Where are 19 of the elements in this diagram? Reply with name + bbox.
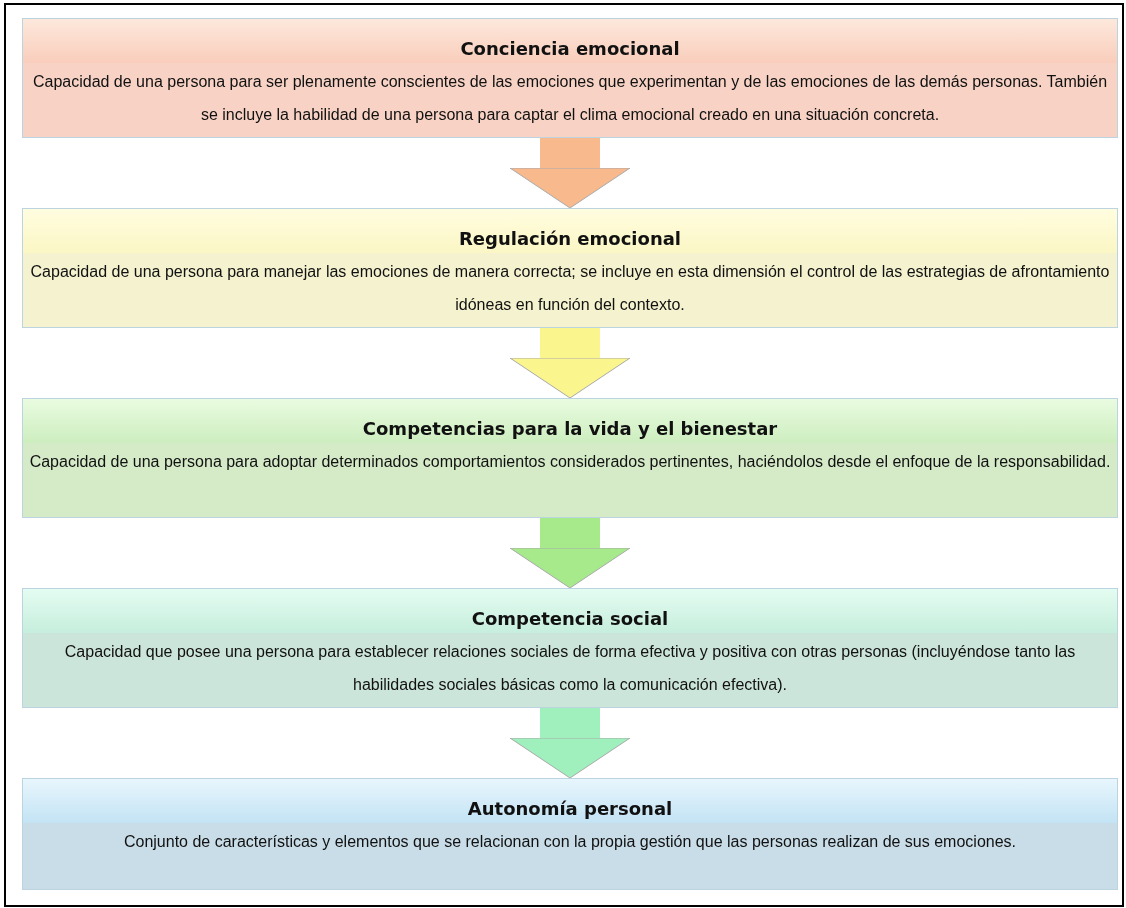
block-arrow: [509, 138, 631, 209]
block-arrow: [509, 518, 631, 589]
step-panel: [22, 398, 1118, 518]
step-panel: [22, 208, 1118, 328]
panel-description: Conjunto de características y elementos que se relacionan con la propia gestión que las personas realizan de sus emociones.: [23, 823, 1117, 889]
panel-description: Capacidad que posee una persona para establecer relaciones sociales de forma efectiva y positiva con otras personas (incluyéndose tanto las habilidades sociales básicas como la comunicación efectiva).: [23, 633, 1117, 707]
panel-heading: Competencia social: [23, 589, 1117, 633]
step-panel: [22, 778, 1118, 890]
panel-description: Capacidad de una persona para ser plenamente conscientes de las emociones que experimentan y de las emociones de las demás personas. También se incluye la habilidad de una persona para captar el clima emocional creado en una situación concreta.: [23, 63, 1117, 137]
panel-heading: Autonomía personal: [23, 779, 1117, 823]
panel-heading: Conciencia emocional: [23, 19, 1117, 63]
block-arrow: [509, 708, 631, 779]
panel-heading: Competencias para la vida y el bienestar: [23, 399, 1117, 443]
step-panel: [22, 18, 1118, 138]
panel-heading: Regulación emocional: [23, 209, 1117, 253]
panel-description: Capacidad de una persona para adoptar determinados comportamientos considerados pertinentes, haciéndolos desde el enfoque de la responsabilidad.: [23, 443, 1117, 517]
step-panel: [22, 588, 1118, 708]
panel-description: Capacidad de una persona para manejar las emociones de manera correcta; se incluye en esta dimensión el control de las estrategias de afrontamiento idóneas en función del contexto.: [23, 253, 1117, 327]
block-arrow: [509, 328, 631, 399]
